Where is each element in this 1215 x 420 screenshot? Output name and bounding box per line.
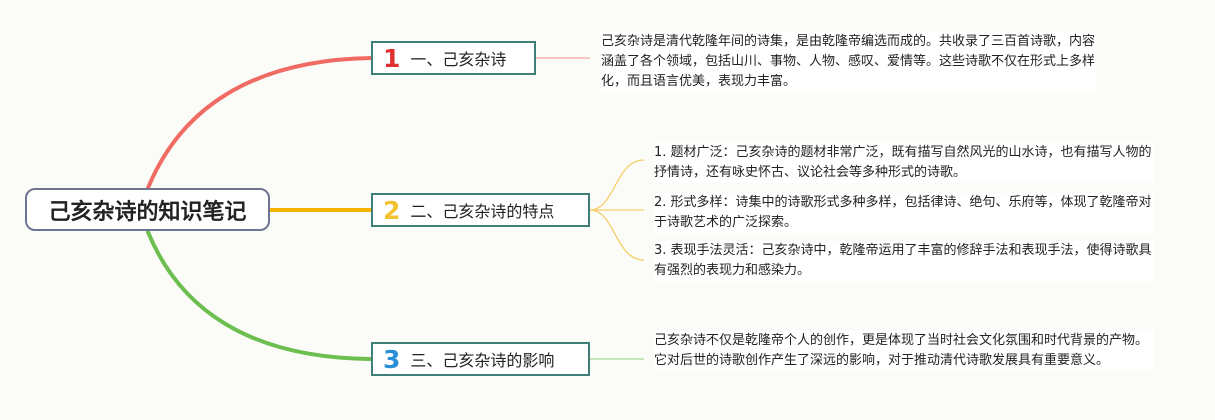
branch-topic-label: 三、己亥杂诗的影响 [410, 351, 555, 370]
root-topic-label: 己亥杂诗的知识笔记 [48, 199, 247, 225]
branch-topic-3[interactable]: 3 三、己亥杂诗的影响 [371, 342, 590, 376]
branch-topic-label: 一、己亥杂诗 [410, 50, 507, 69]
connector-root-branch-3 [146, 230, 373, 361]
note-branch-3[interactable]: 己亥杂诗不仅是乾隆帝个人的创作，更是体现了当时社会文化氛围和时代背景的产物。它对… [654, 331, 1154, 371]
branch-number-badge: 3 [383, 344, 401, 374]
note-branch-2-item-1[interactable]: 1. 题材广泛：己亥杂诗的题材非常广泛，既有描写自然风光的山水诗，也有描写人物的… [654, 143, 1154, 183]
branch-topic-1[interactable]: 1 一、己亥杂诗 [371, 41, 536, 75]
leader-branch-2-note-1 [589, 159, 645, 211]
note-branch-2-item-3[interactable]: 3. 表现手法灵活：己亥杂诗中，乾隆帝运用了丰富的修辞手法和表现手法，使得诗歌具… [654, 241, 1154, 281]
branch-number-badge: 2 [383, 195, 401, 225]
branch-number-badge: 1 [383, 43, 401, 73]
leader-branch-2-note-3 [589, 209, 645, 261]
note-branch-2-item-2[interactable]: 2. 形式多样：诗集中的诗歌形式多种多样，包括律诗、绝句、乐府等，体现了乾隆帝对… [654, 193, 1154, 233]
note-branch-1[interactable]: 己亥杂诗是清代乾隆年间的诗集，是由乾隆帝编选而成的。共收录了三百首诗歌，内容涵盖… [601, 32, 1096, 92]
root-topic[interactable]: 己亥杂诗的知识笔记 [25, 188, 270, 231]
branch-topic-2[interactable]: 2 二、己亥杂诗的特点 [371, 193, 590, 227]
connector-root-branch-1 [146, 56, 373, 190]
branch-topic-label: 二、己亥杂诗的特点 [410, 202, 555, 221]
